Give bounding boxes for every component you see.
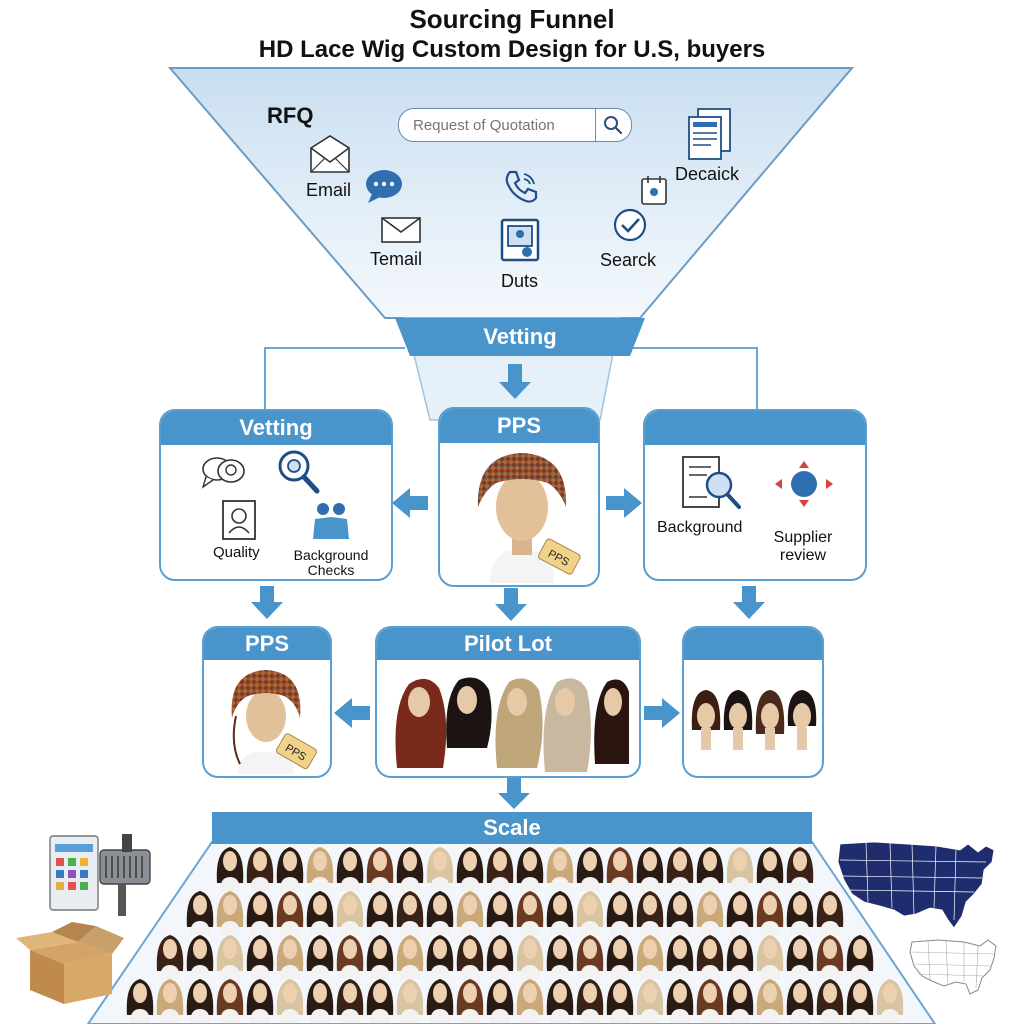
people-icon [313,503,349,539]
wig-sample [543,678,591,772]
usa-map-icon [909,939,997,995]
samples-box-header [684,628,822,660]
arrow-down-icon [498,778,530,809]
decaick-label: Decaick [675,164,740,184]
calendar-icon [641,176,667,205]
arrow-left-icon [392,488,428,518]
wig-sample [446,677,492,748]
page-subtitle: HD Lace Wig Custom Design for U.S, buyer… [258,36,766,63]
pps-box-title: PPS [204,628,330,660]
wig-sample [395,678,447,768]
arrow-down-icon [499,364,531,399]
page-title: Sourcing Funnel [409,4,615,34]
temail-label: Temail [370,249,423,269]
wig-sample [691,690,721,750]
quality-label: Quality [213,544,260,561]
arrow-left-icon [334,698,370,728]
mass-production-crowd-image [126,847,904,1023]
phone-icon [505,170,538,203]
rfq-label: RFQ [267,103,314,128]
wig-samples-image [395,677,629,772]
chat-bubble-icon [201,457,245,489]
wig-sample [594,679,629,764]
duts-label: Duts [501,271,539,291]
search-icon[interactable] [602,114,624,136]
vetting-box: Vetting Quality Background Checks [159,409,393,581]
envelope-icon [381,217,421,243]
wig-mannequin-image: PPS [231,670,317,774]
supplier-review-label: Supplier review [773,529,833,564]
document-search-icon [682,456,741,509]
wig-sample [723,690,753,750]
wig-mannequin-image: PPS [477,453,581,583]
vetting-band: Vetting [395,318,645,356]
pilot-lot-box: Pilot Lot [375,626,641,778]
scale-band: Scale [212,812,812,844]
vetting-box-title: Vetting [161,411,391,445]
arrow-right-icon [644,698,680,728]
globe-icon [775,461,833,507]
chat-bubble-icon [366,170,402,203]
checkmark-icon [613,208,647,242]
envelope-icon [310,135,350,173]
supplier-review-header [645,411,865,445]
card-machine-icon [49,834,151,916]
id-card-icon [500,218,540,262]
document-icon [688,108,731,160]
wig-samples-image [691,690,817,750]
arrow-down-icon [733,586,765,619]
pilot-lot-title: Pilot Lot [377,628,639,660]
pps-center-box: PPS PPS [438,407,600,587]
usa-map-icon [837,841,995,929]
pps-box: PPS PPS [202,626,332,778]
searck-label: Searck [600,250,657,270]
wig-sample [755,690,785,750]
wig-sample [495,678,543,768]
arrow-down-icon [495,588,527,621]
email-label: Email [306,180,352,200]
pps-center-title: PPS [440,409,598,443]
arrow-down-icon [251,586,283,619]
wig-sample [787,690,817,750]
supplier-review-box: Background Supplier review [643,409,867,581]
quotation-search-input[interactable] [411,113,593,137]
box-icon [16,922,124,1004]
background-checks-label: Background Checks [293,547,369,578]
magnifier-icon [278,450,320,494]
background-label: Background [657,519,743,536]
id-card-icon [222,500,256,540]
samples-box [682,626,824,778]
quotation-search-box[interactable] [398,108,632,142]
arrow-right-icon [606,488,642,518]
